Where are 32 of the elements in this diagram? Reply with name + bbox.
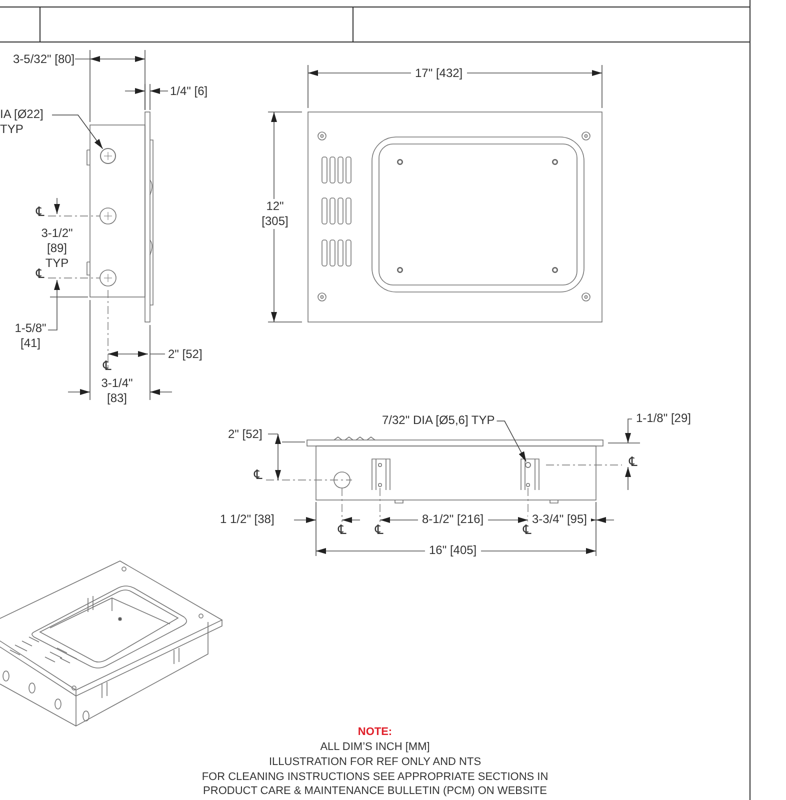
dimension-label: 1/4" [6] (170, 84, 208, 99)
dimension-label: 3-5/32" [80] (13, 52, 75, 67)
leader-line (52, 114, 104, 150)
centerline-symbol: ℄ (103, 360, 112, 374)
note-text: ILLUSTRATION FOR REF ONLY AND NTS (268, 756, 482, 769)
centerline-symbol: ℄ (523, 524, 532, 538)
note-text: NOTE: (356, 726, 394, 739)
hole (100, 148, 116, 164)
dimension-label: 3-3/4" [95] (528, 512, 591, 527)
dimension-label: 1-1/8" [29] (636, 411, 691, 426)
dimension-label: 1 1/2" [38] (220, 512, 274, 527)
centerline-symbol: ℄ (375, 524, 384, 538)
callout-text: 7/32" DIA [Ø5,6] TYP (382, 413, 495, 428)
callout-text: IA [Ø22] TYP (0, 107, 50, 137)
dimension-label: 3-1/4" [83] (100, 376, 134, 406)
dimension-label: 3-1/2" [89] TYP (41, 226, 74, 270)
dimension-label: 2" [52] (228, 427, 262, 442)
centerline-symbol: ℄ (36, 268, 44, 282)
centerline-symbol: ℄ (338, 524, 346, 538)
note-text: ALL DIM’S INCH [MM] (319, 741, 431, 754)
note-text: FOR CLEANING INSTRUCTIONS SEE APPROPRIATE SECTIONS IN (200, 771, 550, 784)
dimension-label: 8-1/2" [216] (418, 512, 488, 527)
note-text: PRODUCT CARE & MAINTENANCE BULLETIN (PCM) ON WEBSITE (202, 785, 548, 798)
leader-line (496, 420, 527, 462)
centerline-symbol: ℄ (629, 456, 638, 470)
dimension-label: 1-5/8" [41] (14, 321, 48, 351)
dimension-label: 16" [405] (425, 543, 481, 558)
dimension-label: 17" [432] (411, 66, 467, 81)
centerline-symbol: ℄ (36, 206, 44, 220)
dimension-label: 2" [52] (168, 347, 202, 362)
hole (525, 462, 531, 468)
centerline-symbol: ℄ (254, 469, 262, 483)
